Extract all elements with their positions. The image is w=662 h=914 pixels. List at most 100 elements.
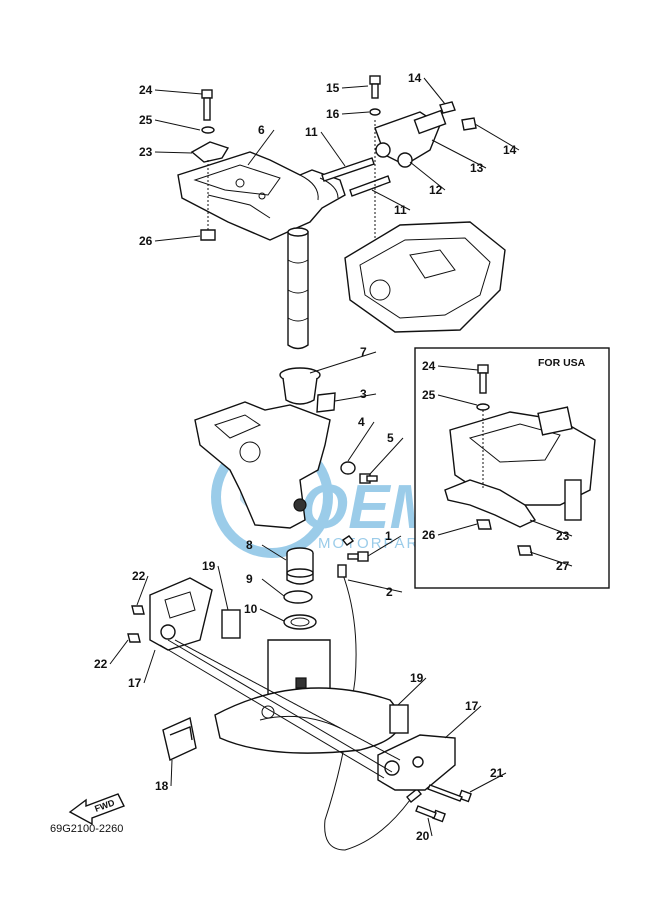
leader-c11b [371,189,411,211]
leader-c4 [347,421,375,462]
nut-22b-part [127,633,141,643]
callout-c11b: 11 [394,203,407,217]
callout-c26a: 26 [139,234,153,248]
ground-lead-2-part [324,564,422,851]
inset-washer-25-part [476,403,490,411]
washer-16-part [369,108,381,116]
leader-c5 [369,437,404,475]
bolt-24-part [201,89,213,121]
callout-c27: 27 [556,559,570,573]
pad-19-left-part [221,609,241,639]
seal-10-part [283,614,317,630]
usa-inset: FOR USA [414,347,610,589]
leader-c14a [423,77,446,105]
grommet-4-part [340,461,356,475]
lower-casing-part [214,639,401,754]
leader-c22b [109,639,129,665]
inset-plate-23-part [444,479,537,528]
engine-base-part [344,221,506,333]
leader-c26b [437,523,478,536]
clamp-bracket-left-part [149,577,213,651]
callout-c23b: 23 [556,529,570,543]
leader-c13 [431,139,487,169]
clip-3-part [316,392,336,413]
leader-c21 [469,772,507,793]
leader-c9 [261,578,285,597]
callout-c24a: 24 [139,83,153,97]
callout-c9: 9 [246,572,253,586]
callout-c23a: 23 [139,145,153,159]
callout-c6: 6 [258,123,265,137]
leader-c15 [341,85,369,89]
callout-c18: 18 [155,779,169,793]
leader-c17a [143,649,156,684]
inset-nut-27-part [517,545,533,556]
leader-c18 [170,759,173,787]
callout-c14b: 14 [503,143,517,157]
nut-14b-part [461,117,477,131]
callout-c5: 5 [387,431,394,445]
callout-c26b: 26 [422,528,436,542]
fwd-arrow-icon: FWD [68,793,125,826]
clamp-part [341,535,355,546]
bolt-15-part [369,75,381,99]
bushing-8-part [286,547,314,585]
leader-c12 [409,161,446,191]
leader-c6 [247,129,275,166]
callout-c17b: 17 [465,699,479,713]
callout-c8: 8 [246,538,253,552]
leader-c17b [444,705,482,739]
callout-c7: 7 [360,345,367,359]
leader-c19b [397,677,427,706]
leader-c8 [261,544,287,561]
inset-label: FOR USA [538,357,586,369]
steering-bracket-part [177,151,346,241]
nut-14-part [439,101,456,114]
callout-c4: 4 [358,415,365,429]
callout-c14a: 14 [408,71,422,85]
leader-c25a [154,119,201,131]
leader-c27 [529,551,573,567]
leader-c3 [334,393,377,402]
callout-c20: 20 [416,829,430,843]
washer-25-part [201,126,215,134]
callout-c13: 13 [470,161,484,175]
steering-shaft-part [287,227,309,350]
through-tube-part [159,639,393,779]
callout-c17a: 17 [128,676,142,690]
leader-c24a [154,89,203,95]
callout-labels: 2425236261516141413121111734581921019222… [94,71,570,843]
bolt-21-part [427,784,472,803]
leader-c1 [367,535,402,557]
leader-c26a [154,235,201,242]
callout-c22a: 22 [132,569,146,583]
nut-22a-part [131,605,145,615]
block-18-part [162,717,197,761]
inset-bolt-24-part [477,364,489,394]
leader-c22a [136,575,149,606]
inset-nut-26-part [476,519,492,530]
leader-c14b [474,123,520,151]
nut-26-part [200,229,216,241]
callout-c2: 2 [386,585,393,599]
leader-c25b [437,394,478,406]
callout-c22b: 22 [94,657,108,671]
callout-c11a: 11 [305,125,318,139]
screw-1-part [347,551,369,562]
callout-c10: 10 [244,602,258,616]
diagram-code: 69G2100-2260 [50,823,123,835]
callout-c21: 21 [490,766,504,780]
clamp-bracket-right-part [377,734,456,791]
callout-c1: 1 [385,529,392,543]
leader-lines [109,77,573,837]
callout-c3: 3 [360,387,367,401]
pad-19-right-part [389,704,409,734]
callout-c25b: 25 [422,388,436,402]
callout-c16: 16 [326,107,340,121]
bolt-20-part [415,805,446,823]
stud-bolt-11-part [321,157,391,197]
leader-c10 [259,608,285,622]
callout-c19a: 19 [202,559,216,573]
leader-c24b [437,365,479,371]
